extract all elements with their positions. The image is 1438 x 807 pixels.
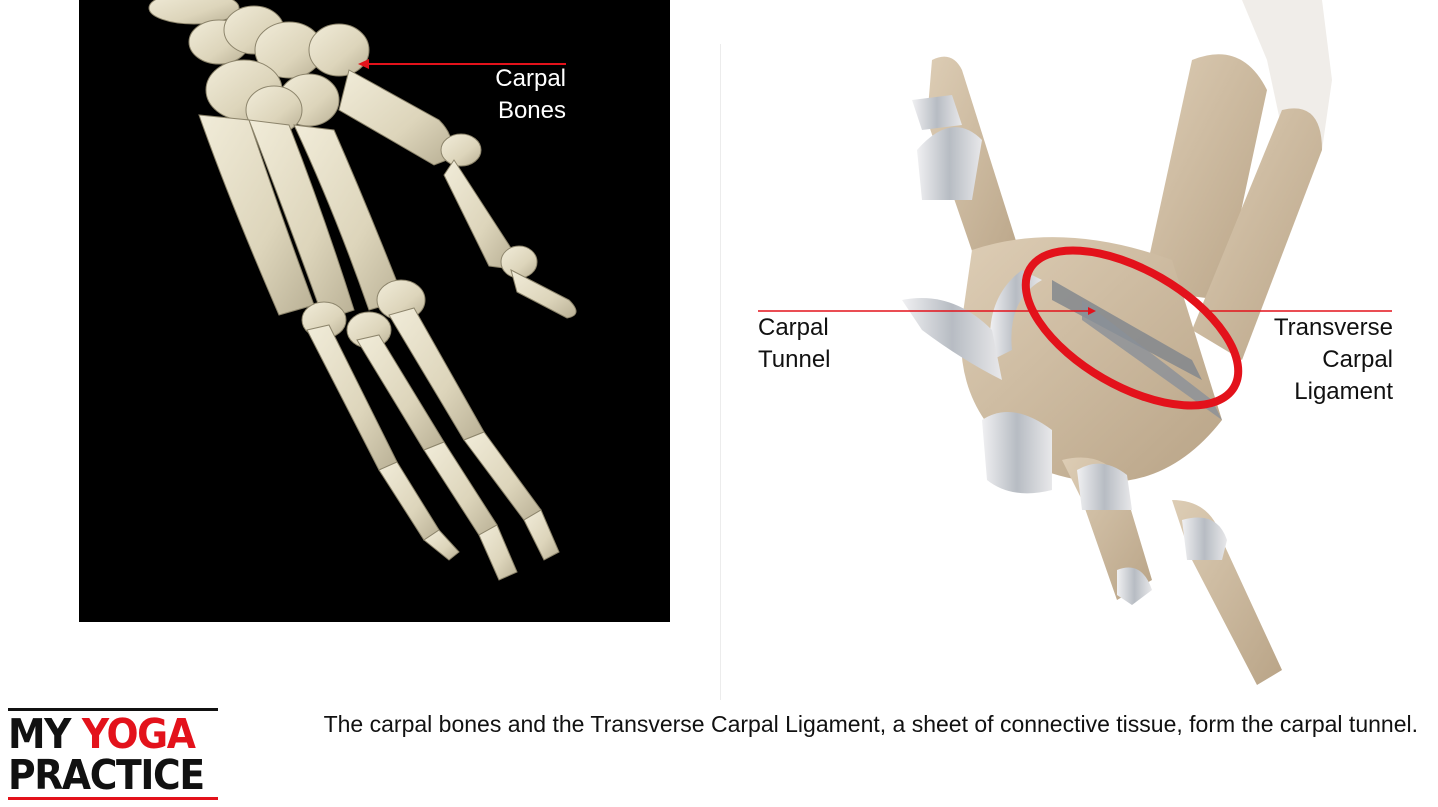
label-line-transverse: Transverse [1273,314,1393,341]
logo-line-2: PRACTICE [8,751,205,799]
carpal-bones-label: Carpal Bones [439,63,566,127]
logo-bottom-rule [8,797,218,800]
carpal-tunnel-highlight-ring [1021,246,1243,410]
label-line-carpal: Carpal [495,65,566,92]
label-line-ligament: Ligament [1294,378,1393,405]
arrowhead-icon [358,59,369,69]
label-line-carpal: Carpal [758,314,829,341]
logo-word-practice: PRACTICE [8,751,205,799]
carpal-bones-illustration: Carpal Bones [79,0,670,622]
my-yoga-practice-logo: MY YOGA PRACTICE [8,708,220,800]
transverse-carpal-ligament-label: Transverse Carpal Ligament [1230,312,1393,408]
carpal-tunnel-illustration [722,0,1438,700]
logo-word-my: MY [8,710,71,758]
label-line-tunnel: Tunnel [758,346,831,373]
carpal-tunnel-label: Carpal Tunnel [758,312,831,376]
figure-caption: The carpal bones and the Transverse Carp… [323,711,1418,737]
panel-divider [720,44,721,700]
arrowhead-icon [1088,307,1096,315]
label-line-bones: Bones [497,97,566,124]
skeletal-hand-drawing [148,0,577,581]
wrist-ligament-model [758,0,1392,685]
label-line-carpal: Carpal [1322,346,1393,373]
logo-line-1: MY YOGA [8,713,203,755]
logo-word-yoga: YOGA [81,710,196,758]
logo-top-rule [8,708,218,711]
